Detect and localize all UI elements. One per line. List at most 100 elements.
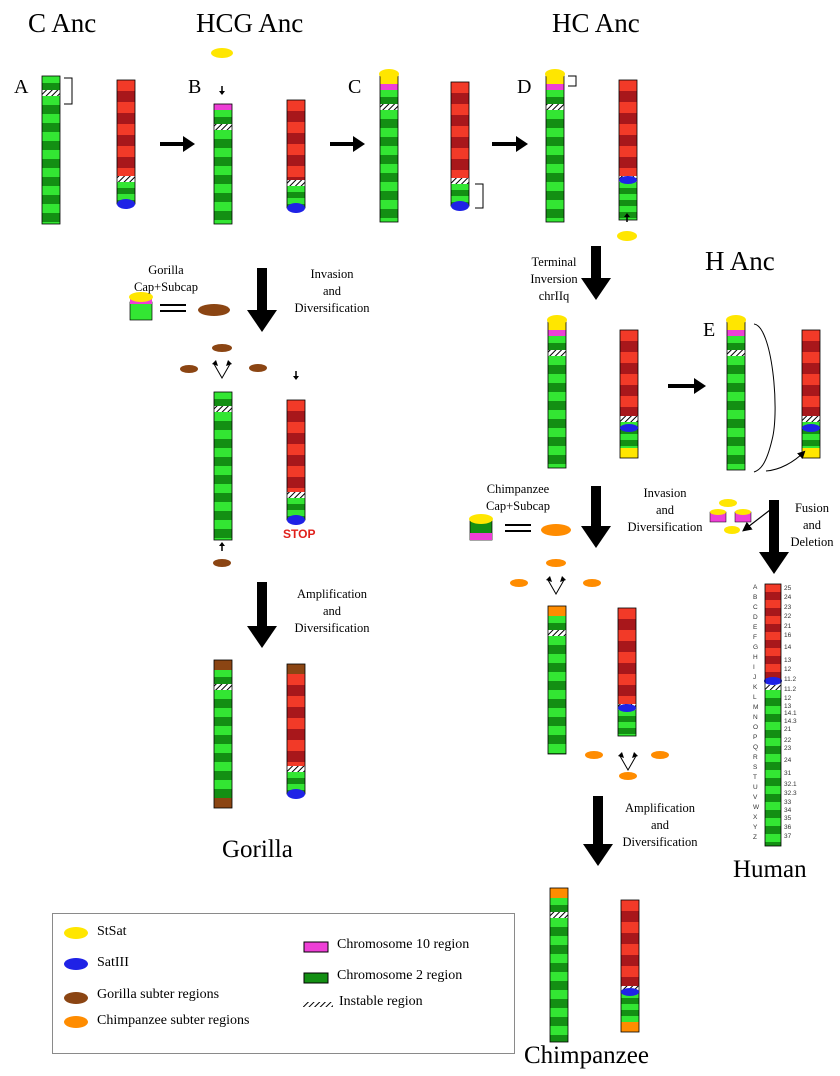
chimp-subter-legend-icon: [64, 1016, 88, 1028]
chr-b-right-satiii: [287, 203, 305, 213]
tiny-arrow-d-head: [624, 213, 630, 217]
arrow-gorilla-invasion-head: [247, 310, 277, 332]
panel-letter-b: B: [188, 76, 202, 98]
human-band-letter: U: [753, 784, 758, 791]
chr-hc-mid-right-outline: [619, 329, 639, 459]
arrow-b-c: [330, 136, 365, 152]
legend: StSat SatIII Gorilla subter regions Chim…: [52, 913, 515, 1054]
chr-chimp-final-left: [549, 887, 569, 1043]
arrow-gorilla-invasion: [247, 268, 277, 332]
chr-e-left-q-band: [727, 383, 745, 392]
human-band-letter: P: [753, 734, 758, 741]
chr-b-left-instable: [214, 124, 232, 130]
chr-c-right-red-band: [451, 137, 469, 148]
human-band-letter: O: [753, 724, 759, 731]
arrow-gorilla-amp-shaft: [257, 582, 267, 628]
chr-b-right-red-band: [287, 133, 305, 144]
human-band-letter: L: [753, 694, 757, 701]
chr-c-left-q-band: [380, 173, 398, 182]
chr-a-left-q-band: [42, 195, 60, 204]
invasion2-line3: Diversification: [627, 520, 703, 534]
chr-c-left-q-band: [380, 155, 398, 164]
chr-c-left-instable: [380, 104, 398, 110]
chr-e-left-q-band: [727, 437, 745, 446]
chr-e-right-green-band: [802, 440, 820, 446]
human-band-number: 23: [784, 604, 792, 611]
chr-gor-final-left-q-band: [214, 717, 232, 726]
chr-human-p-band: [765, 624, 781, 632]
tiny-arrow-gor-red-head: [293, 376, 299, 380]
chr-d-right-green-band: [619, 200, 637, 206]
gorilla-eq-top: [160, 304, 186, 306]
human-band-number: 11.2: [784, 676, 797, 683]
species-chimpanzee: Chimpanzee: [524, 1042, 649, 1069]
arrow-c-d: [492, 136, 528, 152]
chr-a-right: [116, 79, 136, 209]
arrow-a-b: [160, 136, 195, 152]
chr-gor-mid-right-satiii: [287, 515, 305, 525]
chr-gor-mid-left-q-band: [214, 511, 232, 520]
chr-c-left-top-band: [380, 97, 398, 104]
chr-human-q-band: [765, 810, 781, 818]
chr-gor-final-right-red-body: [287, 674, 305, 766]
chr-hc-mid-right-capb: [620, 448, 638, 458]
chr-c-left-q-band: [380, 137, 398, 146]
fusion-piece-2-cap: [735, 509, 751, 515]
human-band-number: 25: [784, 585, 792, 592]
chr-human-p-band: [765, 640, 781, 648]
arrow-fusion-pointer: [742, 509, 771, 532]
chr-e-left-q-band: [727, 419, 745, 428]
fork-chimp-top-right-head: [560, 576, 566, 582]
chr-b-right: [286, 99, 306, 213]
human-band-number: 34: [784, 807, 792, 814]
fork-chimp-bottom: [618, 752, 638, 772]
chr-c-left-q-band: [380, 191, 398, 200]
chimp-subter-5: [651, 751, 669, 759]
legend-stsat: StSat: [97, 924, 127, 939]
legend-chr10: Chromosome 10 region: [337, 937, 470, 952]
chr-e-right: [801, 329, 821, 459]
arrow-fusion-shaft: [769, 500, 779, 554]
chimp-subter-3: [583, 579, 601, 587]
chr-d-right-red-band: [619, 91, 637, 102]
legend-chr2: Chromosome 2 region: [337, 968, 463, 983]
chr-b-left-outline: [213, 103, 233, 225]
chr-hc-mid-right-red-band: [620, 363, 638, 374]
chr-chimp-final-right-red-band: [621, 911, 639, 922]
fork-gorilla-lines: [213, 363, 231, 380]
fusion-pieces: [709, 509, 752, 523]
arrow-terminal-inversion-head: [581, 278, 611, 300]
terminal-line3: chrIIq: [538, 289, 570, 303]
chimp-eq-top: [505, 524, 531, 526]
amplification1-line2: and: [322, 604, 342, 618]
curve-e-bottom: [765, 450, 806, 472]
fork-gorilla-left-head: [212, 360, 218, 366]
gorilla-cap-line2: Cap+Subcap: [134, 280, 198, 294]
human-band-number: 37: [784, 833, 792, 840]
human-band-letter: Z: [753, 834, 757, 841]
amplification1-line1: Amplification: [296, 587, 368, 601]
chr-chimp-final-right-capb: [621, 1022, 639, 1032]
chr-gor-final-left-capb: [214, 798, 232, 808]
terminal-line1: Terminal: [531, 255, 577, 269]
chr-chimp-mid-left-q-band: [548, 753, 566, 754]
chr-chimp-mid-right-red-band: [618, 685, 636, 696]
chr-a-left-q-band: [42, 105, 60, 114]
chr-chimp-final-satiii: [621, 988, 639, 996]
human-band-letter: M: [753, 704, 759, 711]
chr-chimp-mid-right-green-band: [618, 728, 636, 734]
human-band-letter: K: [753, 684, 758, 691]
chr-chimp-final-left-q-band: [550, 945, 568, 954]
chr-chimp-mid-right: [617, 607, 637, 737]
chr-human-instable: [765, 685, 781, 690]
fork-chimp-top-left-head: [546, 576, 552, 582]
chr-hc-mid-left-top-band: [548, 343, 566, 350]
chr-d-left-top-ellipse: [545, 69, 565, 79]
chr-d-right-red-band: [619, 113, 637, 124]
gor-subter-1: [212, 344, 232, 352]
fork-chimp-bottom-left-head: [618, 752, 624, 758]
chr-a-right-red-band: [117, 91, 135, 102]
chr-gor-mid-left-outline: [213, 391, 233, 541]
chr-gor-mid-left-q-band: [214, 475, 232, 484]
chr-b-right-green-band: [287, 192, 305, 198]
